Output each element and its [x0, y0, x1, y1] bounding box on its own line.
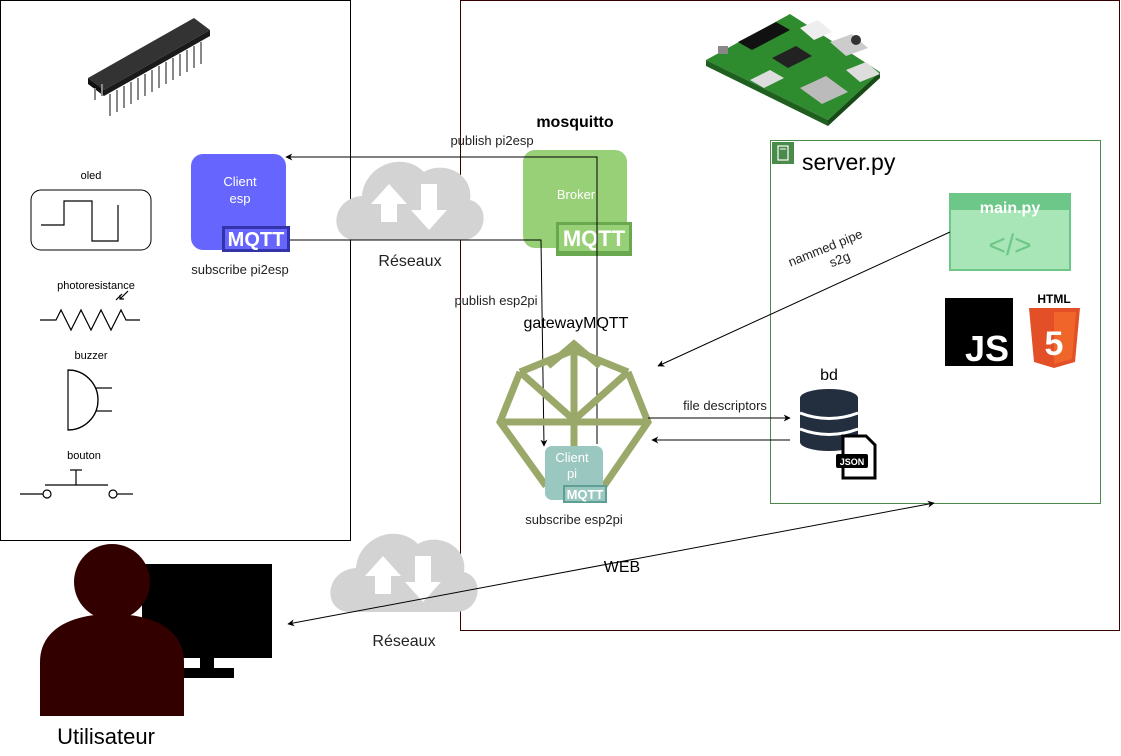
gateway-title: gatewayMQTT: [524, 315, 629, 332]
raspberry-pi-board-icon: [706, 14, 880, 126]
oled-label: oled: [81, 170, 102, 182]
network-label-top: Réseaux: [378, 253, 441, 270]
user-at-computer-icon: [40, 544, 272, 716]
main-py-label: main.py: [980, 200, 1041, 217]
client-pi-node: Client pi MQTT: [545, 446, 607, 503]
buzzer-icon: [67, 369, 112, 431]
client-esp-label-1: Client: [223, 174, 257, 189]
database-label: bd: [820, 367, 838, 384]
client-pi-label-1: Client: [555, 450, 589, 465]
network-cloud-icon: [336, 161, 484, 240]
named-pipe-label-2: s2g: [827, 248, 852, 270]
push-button-icon: [20, 469, 133, 499]
mqtt-logo-esp: MQTT: [228, 229, 285, 251]
web-label: WEB: [604, 559, 640, 576]
html5-number: 5: [1045, 325, 1064, 363]
web-arrow: [287, 500, 935, 627]
code-icon: </>: [988, 229, 1031, 262]
html5-logo-icon: HTML 5: [1029, 292, 1080, 368]
named-pipe-label-1: nammed pipe: [786, 226, 865, 269]
server-icon: [772, 142, 794, 164]
client-pi-label-2: pi: [567, 466, 577, 481]
gateway-frame-icon: [496, 339, 652, 489]
mqtt-logo-broker: MQTT: [563, 226, 626, 251]
json-file-icon: JSON: [836, 434, 877, 480]
client-esp-node: Client esp MQTT: [191, 154, 290, 252]
js-logo-text: JS: [965, 328, 1009, 369]
raspberry-panel: [460, 0, 1120, 631]
bouton-label: bouton: [67, 450, 101, 462]
server-py-box: [770, 140, 1101, 504]
subscribe-pi2esp-label: subscribe pi2esp: [191, 262, 289, 277]
user-label: Utilisateur: [57, 724, 155, 749]
server-py-title: server.py: [802, 149, 896, 175]
json-badge: JSON: [840, 457, 865, 467]
publish-esp2pi-arrow: [290, 239, 548, 447]
network-cloud-icon-bottom: [330, 533, 478, 612]
buzzer-label: buzzer: [74, 350, 107, 362]
publish-esp2pi-label: publish esp2pi: [454, 293, 537, 308]
main-py-file-icon: main.py </>: [949, 193, 1071, 271]
client-esp-label-2: esp: [230, 191, 251, 206]
javascript-logo-icon: JS: [945, 298, 1013, 369]
broker-node: Broker MQTT: [523, 150, 632, 256]
subscribe-esp2pi-label: subscribe esp2pi: [525, 512, 623, 527]
broker-title: mosquitto: [536, 114, 614, 131]
named-pipe-arrow: [657, 231, 951, 367]
mqtt-logo-pi: MQTT: [567, 487, 604, 502]
photoresistor-icon: [40, 290, 140, 332]
publish-pi2esp-label: publish pi2esp: [450, 133, 533, 148]
microcontroller-chip-icon: [88, 18, 210, 116]
photoresistance-label: photoresistance: [57, 280, 135, 292]
network-label-bottom: Réseaux: [372, 633, 435, 650]
esp-panel: [0, 0, 351, 541]
file-descriptors-label: file descriptors: [683, 398, 767, 413]
broker-label: Broker: [557, 187, 596, 202]
oled-icon: [30, 189, 152, 251]
html-logo-text: HTML: [1037, 292, 1070, 306]
publish-pi2esp-arrow: [285, 153, 598, 444]
